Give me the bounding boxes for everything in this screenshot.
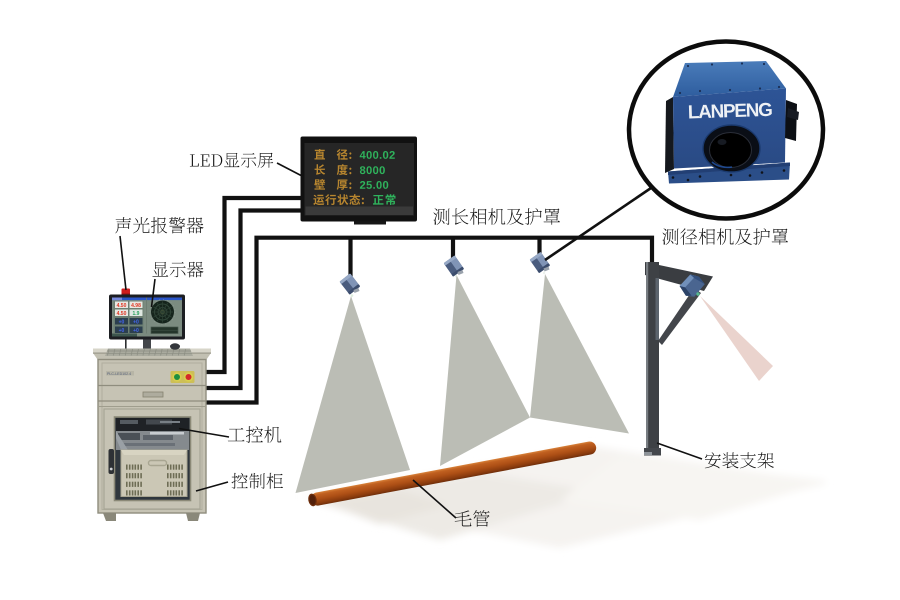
svg-text:+0: +0	[119, 320, 125, 326]
svg-text:4.98: 4.98	[131, 303, 141, 309]
svg-text:4.50: 4.50	[117, 311, 127, 317]
svg-text:PLC-LED102.4: PLC-LED102.4	[107, 372, 131, 376]
svg-text:+0: +0	[133, 328, 139, 334]
svg-text:1.9: 1.9	[133, 311, 140, 317]
svg-text:+0: +0	[133, 320, 139, 326]
svg-text:4.50: 4.50	[117, 303, 127, 309]
svg-text:+0: +0	[119, 328, 125, 334]
